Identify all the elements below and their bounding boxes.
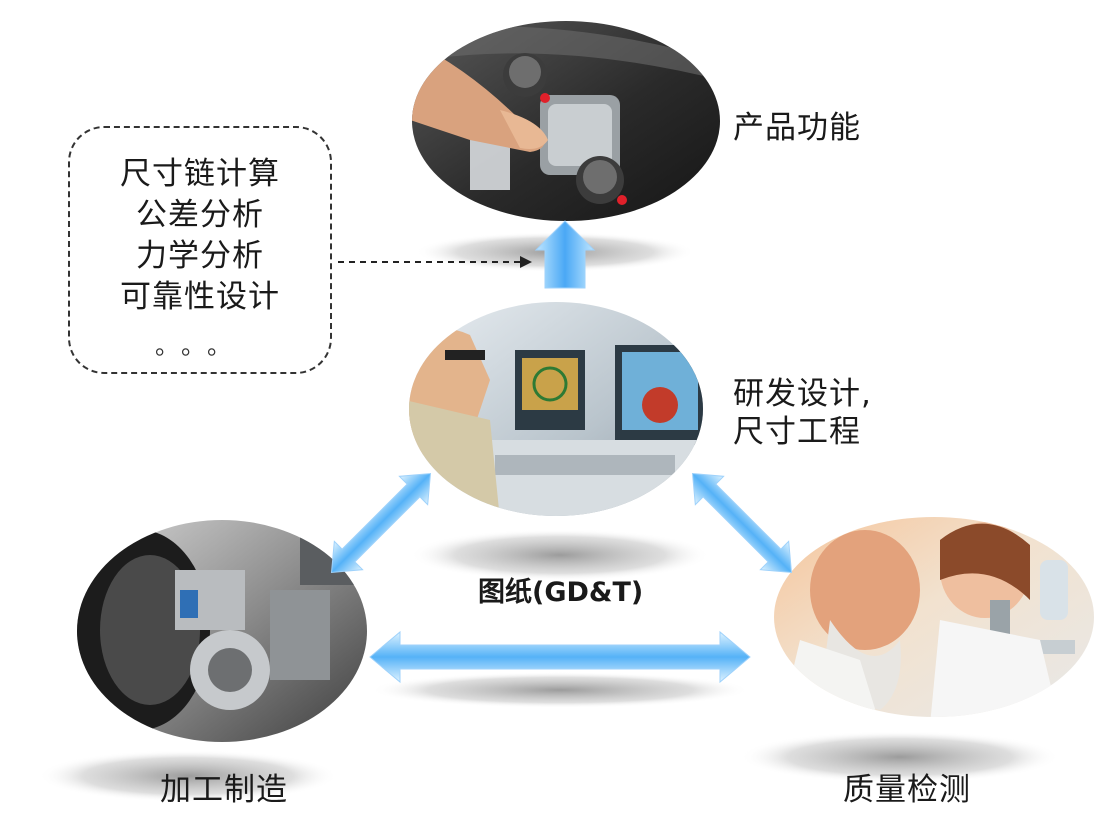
arrow-rd-inspection <box>691 472 793 574</box>
note-line-mechanics: 力学分析 <box>136 238 264 274</box>
arrow-machining-inspection <box>369 630 751 684</box>
dashed-connector-head <box>520 256 532 268</box>
analysis-note-box: 尺寸链计算 公差分析 力学分析 可靠性设计 。。。 <box>68 126 332 374</box>
shadow-inspection <box>740 731 1060 783</box>
label-rd-design: 研发设计, <box>733 376 872 412</box>
shadow-rd <box>410 529 710 581</box>
note-line-reliability: 可靠性设计 <box>120 279 280 315</box>
product-photo <box>412 21 720 221</box>
label-dimension-engineering: 尺寸工程 <box>733 414 861 450</box>
note-line-dimension-chain: 尺寸链计算 <box>120 156 280 192</box>
machining-photo <box>77 520 367 742</box>
label-inspection: 质量检测 <box>843 772 971 808</box>
rd-photo <box>409 302 703 516</box>
label-drawing-gdt: 图纸(GD&T) <box>478 577 644 608</box>
note-line-tolerance: 公差分析 <box>136 197 264 233</box>
shadow-bottom-arrow <box>370 672 750 708</box>
inspection-photo <box>774 517 1094 717</box>
shadow-machining <box>38 750 338 802</box>
note-ellipsis: 。。。 <box>155 332 245 360</box>
label-manufacturing: 加工制造 <box>160 772 288 808</box>
arrow-up-to-product <box>534 220 596 289</box>
arrow-rd-machining <box>330 472 432 574</box>
label-product-function: 产品功能 <box>733 110 861 146</box>
